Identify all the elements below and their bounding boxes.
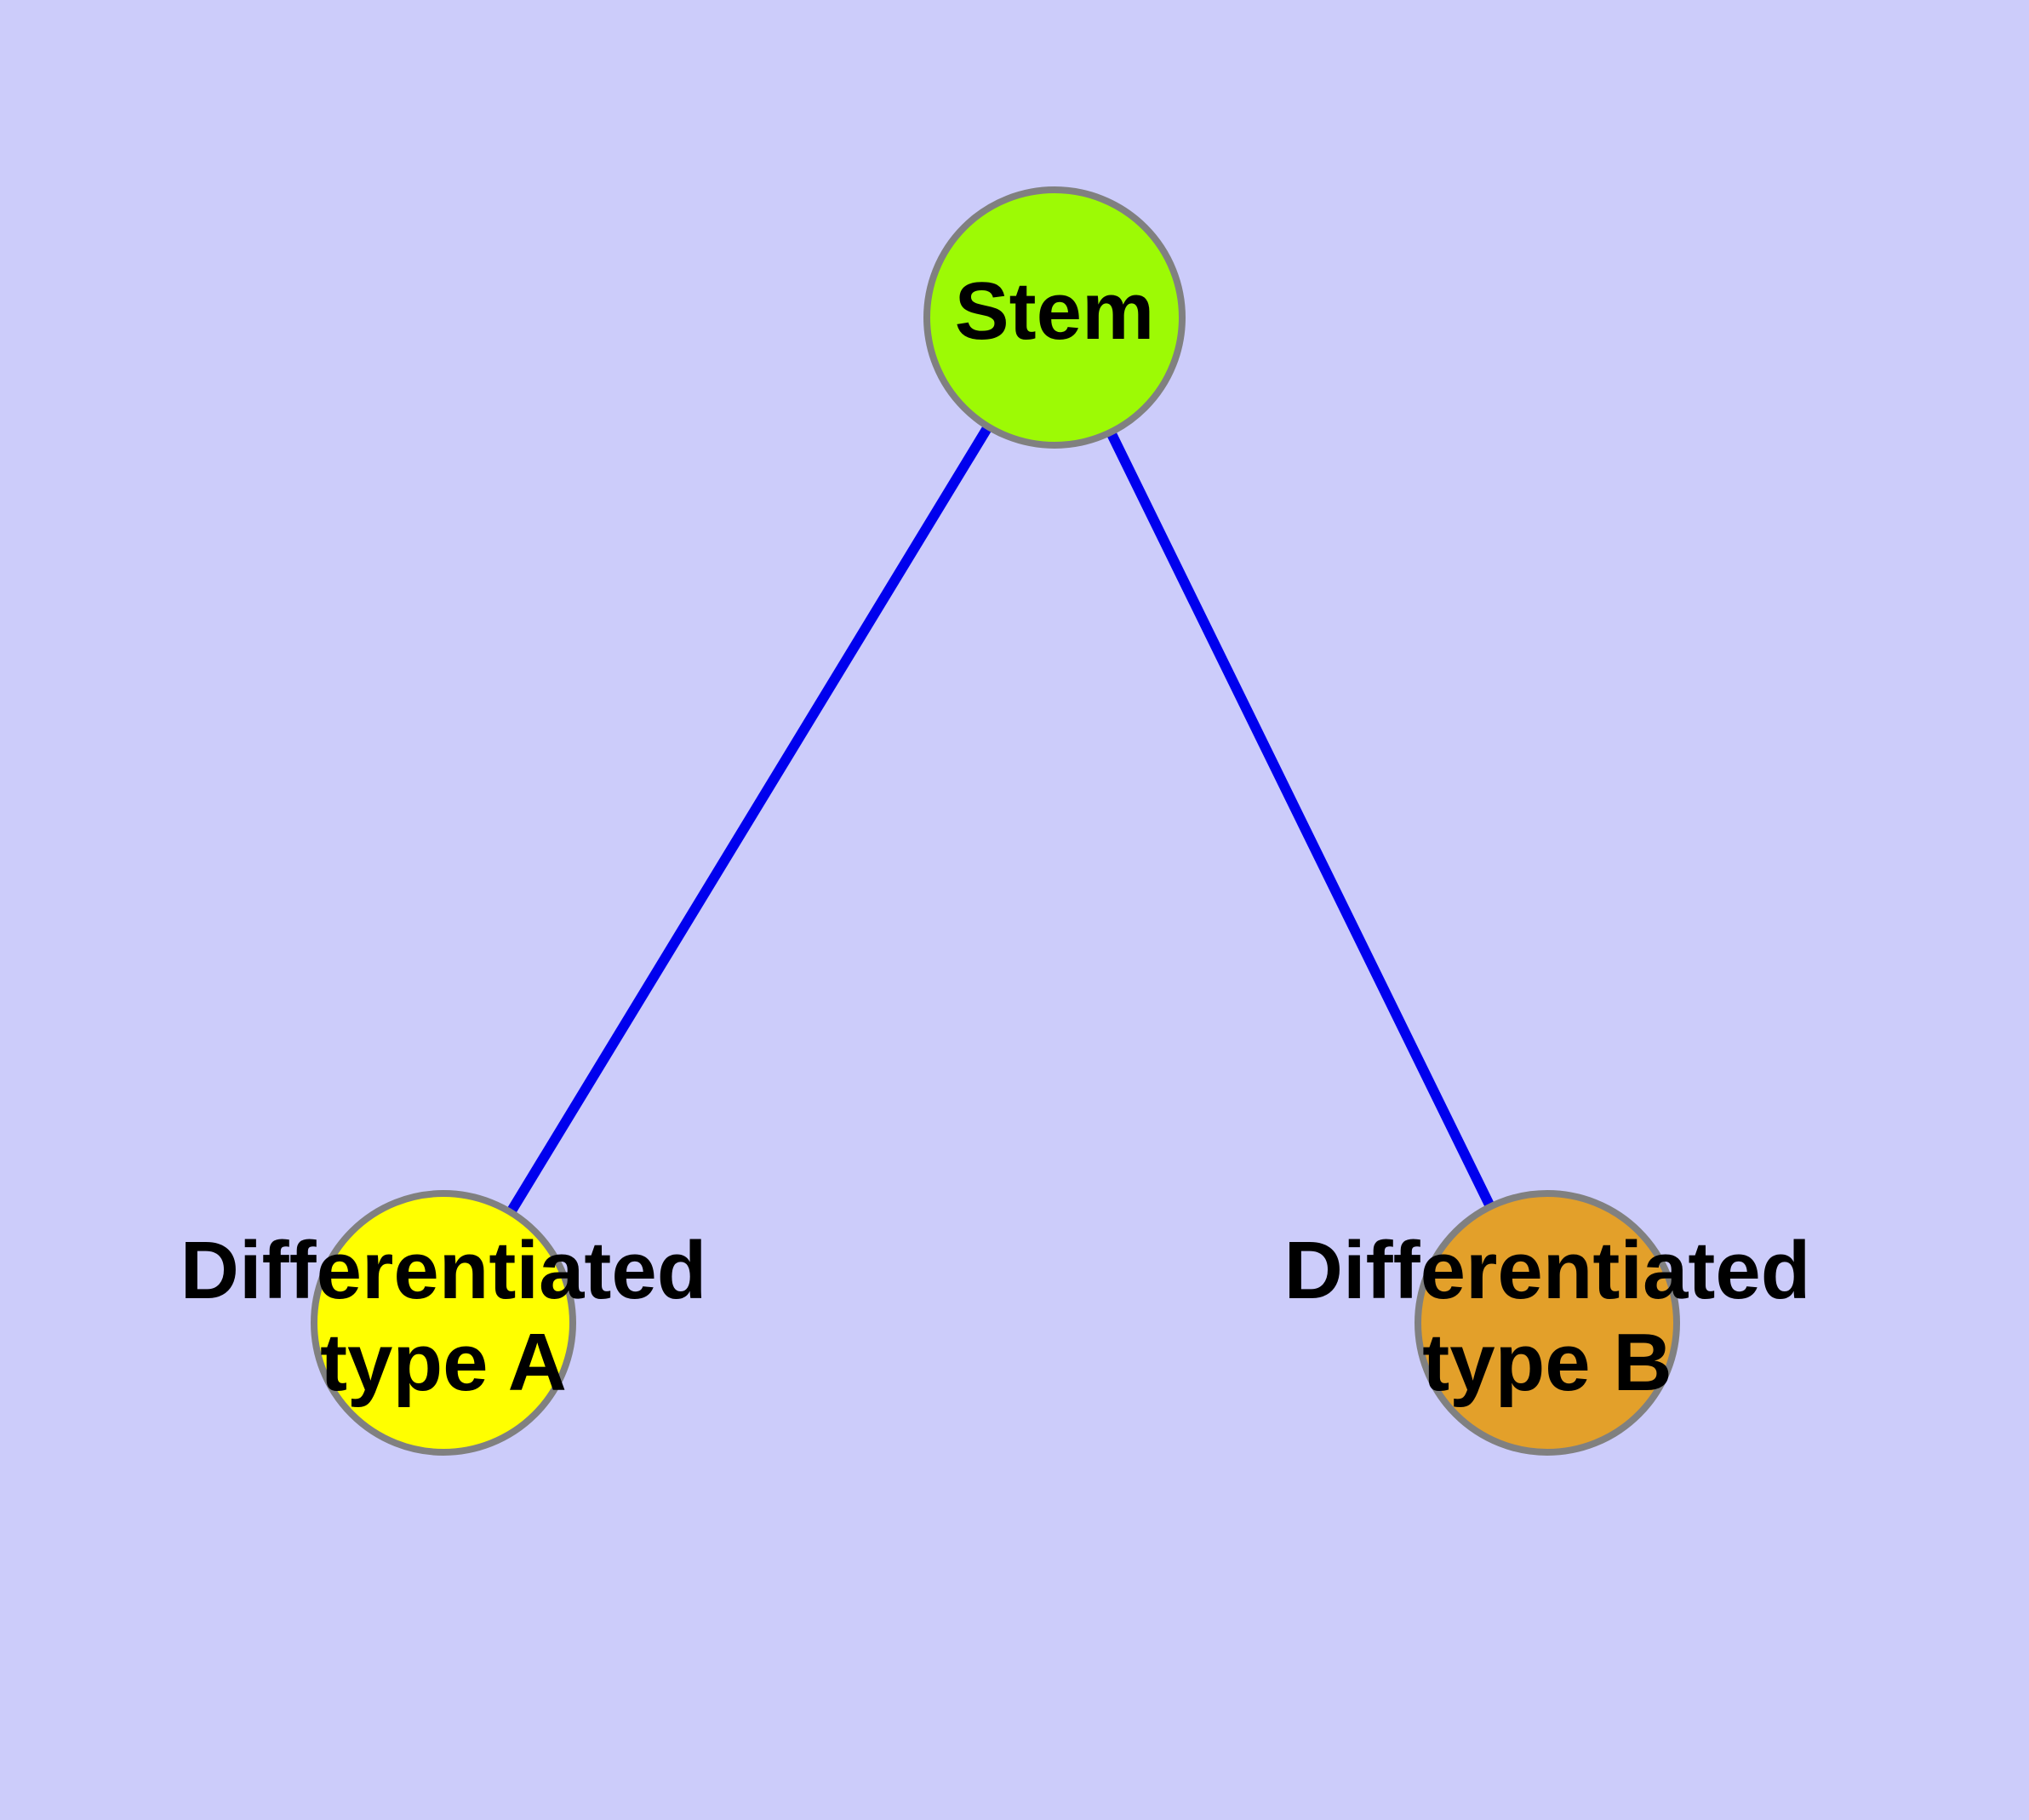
node-label-line: type B (1422, 1317, 1672, 1408)
edge-stem-to-b (1106, 431, 1495, 1208)
node-label-line: Differentiated (1284, 1225, 1811, 1316)
edges-group (506, 425, 1495, 1214)
nodes-group (311, 186, 1680, 1456)
node-stem[interactable] (923, 186, 1186, 449)
node-label-stem: Stem (955, 266, 1155, 357)
node-diff-b[interactable] (1415, 1190, 1680, 1456)
edge-stem-to-a (506, 425, 992, 1214)
node-label-line: Stem (955, 266, 1155, 357)
node-label-line: Differentiated (180, 1225, 707, 1316)
node-diff-a[interactable] (311, 1190, 576, 1456)
node-label-line: type A (320, 1317, 567, 1408)
